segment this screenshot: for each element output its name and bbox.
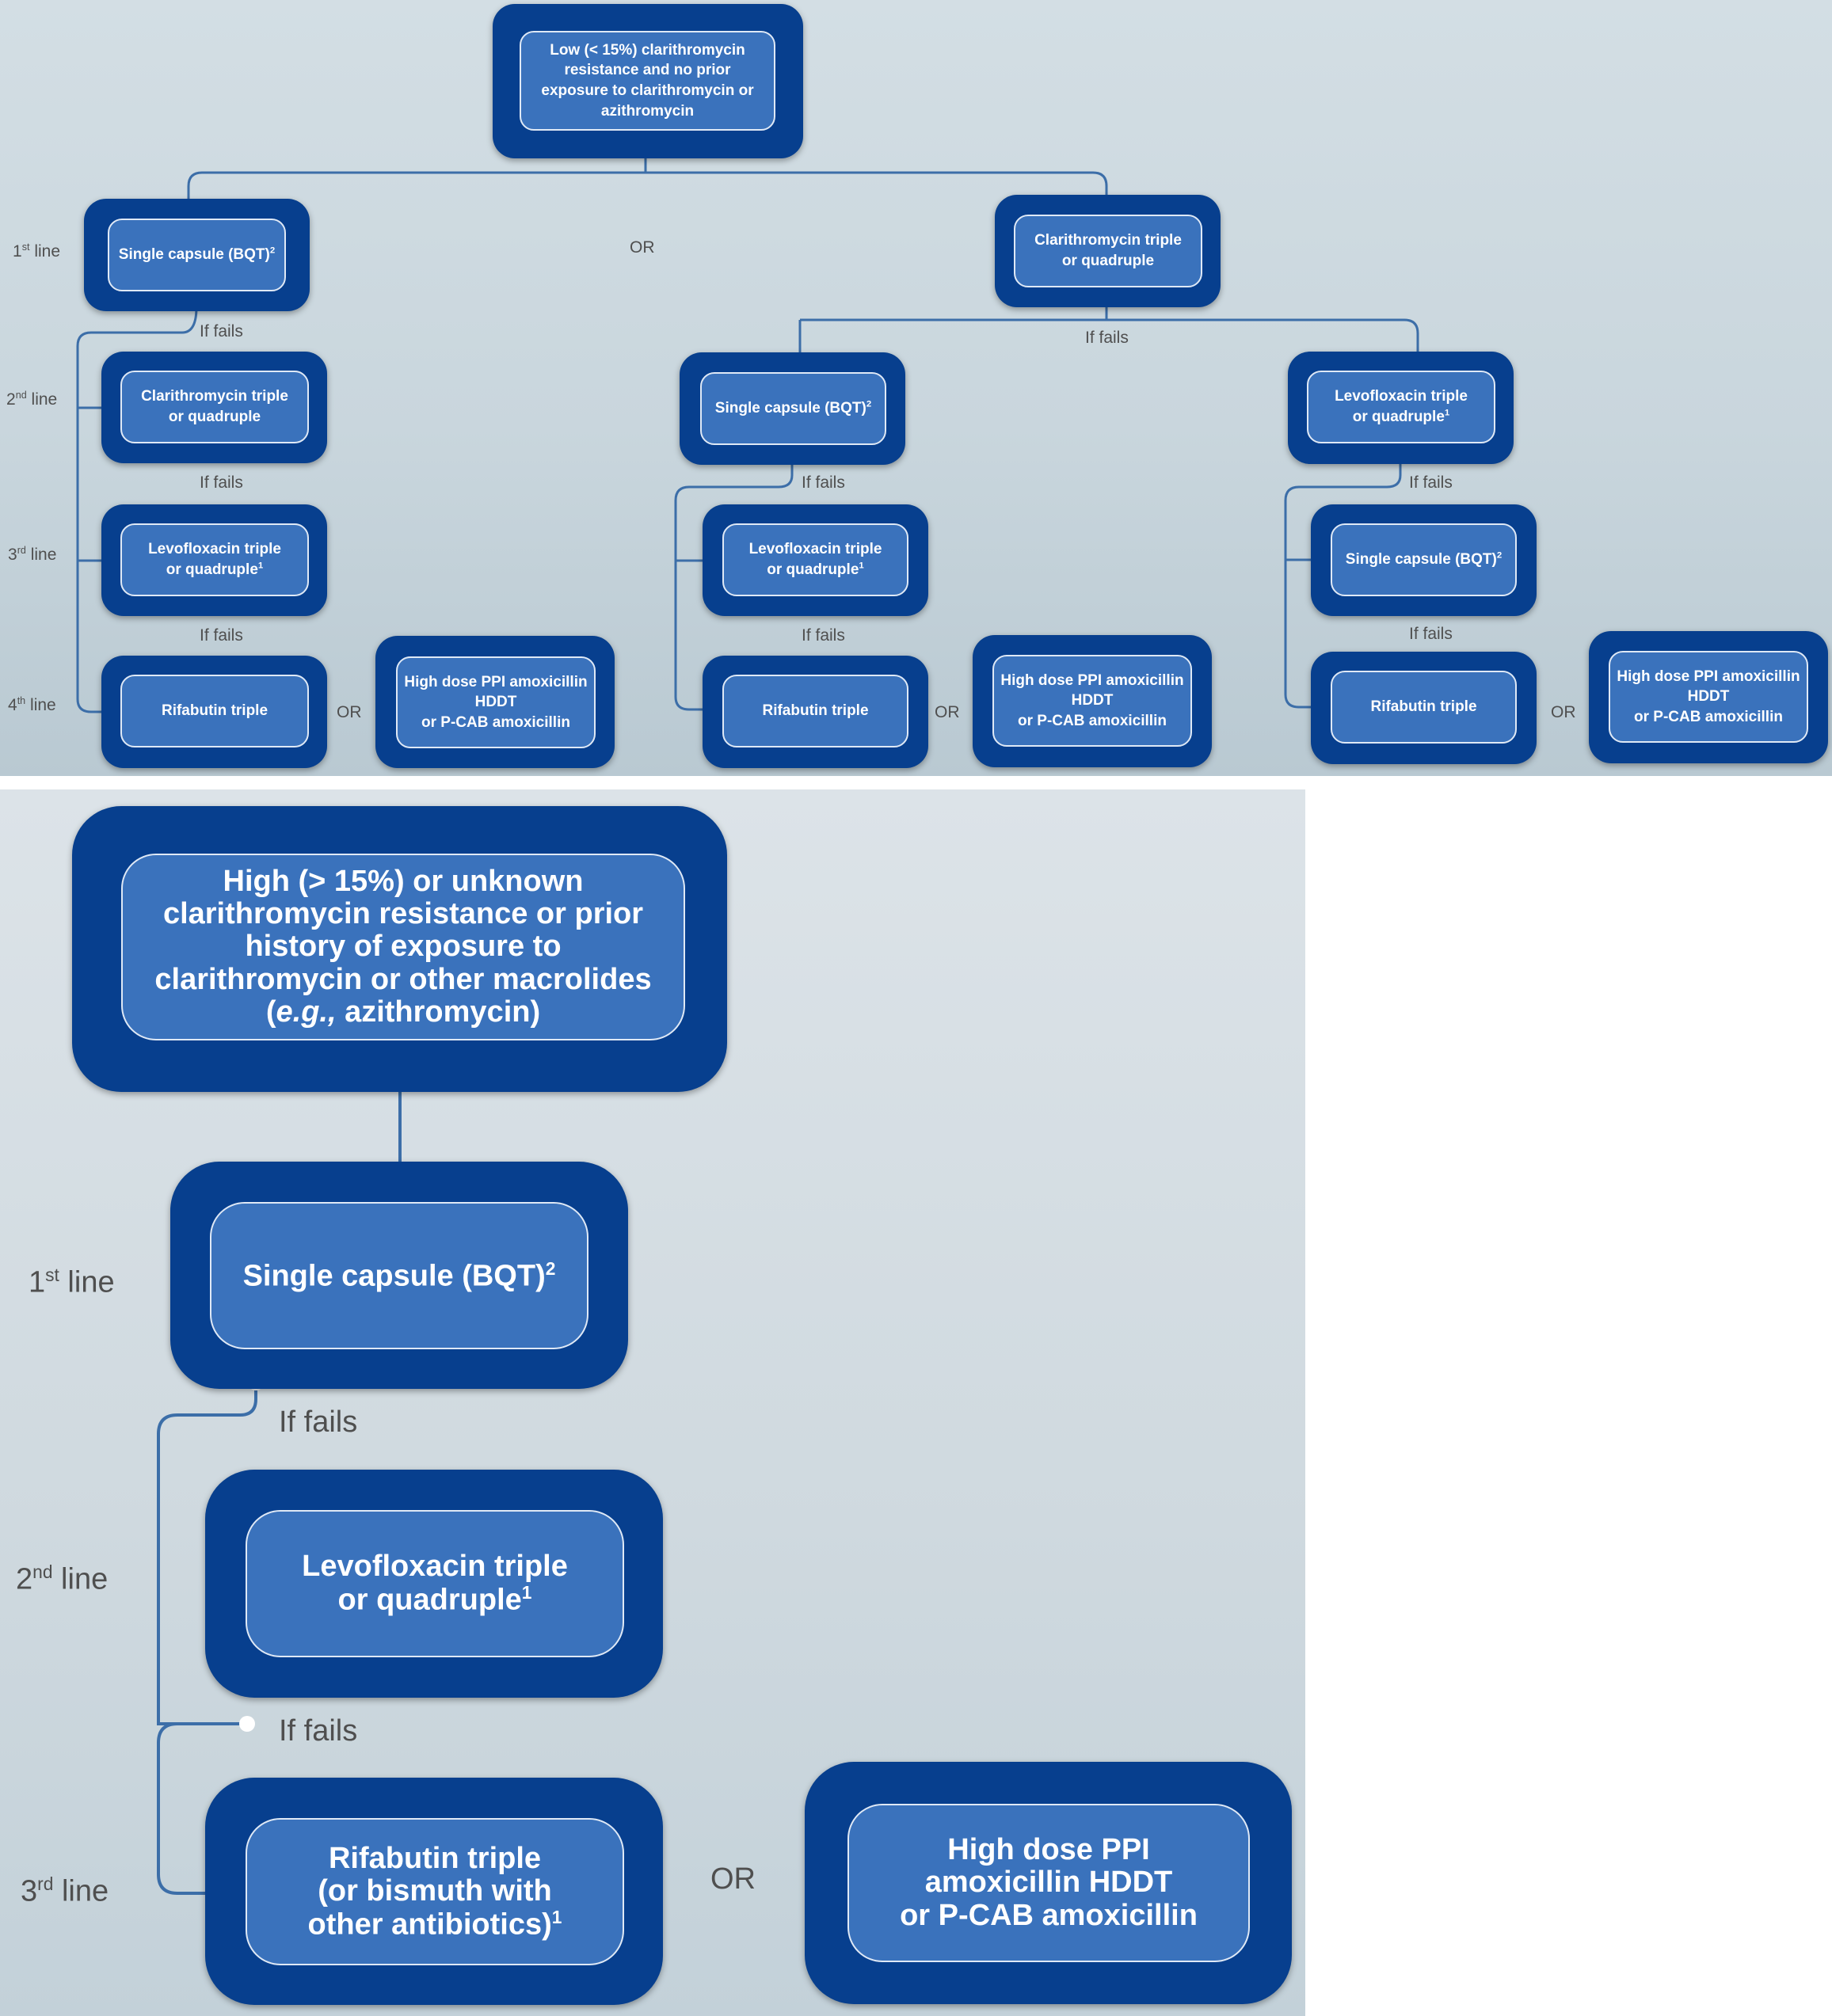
if-fails-label: If fails [279,1405,358,1439]
if-fails-label: If fails [1409,625,1453,643]
root-box: Low (< 15%) clarithromycin resistance an… [520,31,775,131]
low-resistance-flowchart: Low (< 15%) clarithromycin resistance an… [0,0,1832,776]
line-label-1st: 1st line [13,242,61,261]
if-fails-label: If fails [200,626,243,645]
root-box: High (> 15%) or unknown clarithromycin r… [121,854,685,1040]
line-label-4th: 4th line [8,695,56,714]
or-label: OR [710,1862,756,1896]
right-b-fourth-box: Rifabutin triple [1331,671,1517,744]
left-fourth-box: Rifabutin triple [120,675,309,747]
if-fails-label: If fails [279,1714,358,1748]
line-label-2nd: 2nd line [6,390,58,409]
or-label: OR [935,703,960,721]
if-fails-label: If fails [1409,474,1453,492]
first-line-box: Single capsule (BQT)2 [210,1202,588,1349]
or-label: OR [337,703,362,721]
root-text: Low (< 15%) clarithromycin resistance an… [541,41,754,120]
if-fails-label: If fails [200,322,243,340]
if-fails-label: If fails [802,626,845,645]
or-label-top: OR [630,238,655,257]
if-fails-label: If fails [1085,329,1129,347]
high-resistance-flowchart: High (> 15%) or unknown clarithromycin r… [0,789,1305,2016]
if-fails-label: If fails [200,474,243,492]
if-fails-label: If fails [802,474,845,492]
right-a-second-box: Single capsule (BQT)2 [700,372,886,445]
or-label: OR [1551,703,1576,721]
left-first-box: Single capsule (BQT)2 [108,219,286,291]
right-a-fourth-box: Rifabutin triple [722,675,908,747]
line-label-3rd: 3rd line [21,1873,109,1908]
line-label-1st: 1st line [29,1265,115,1299]
line-label-2nd: 2nd line [16,1561,109,1596]
right-b-third-box: Single capsule (BQT)2 [1331,523,1517,596]
line-label-3rd: 3rd line [8,545,57,564]
